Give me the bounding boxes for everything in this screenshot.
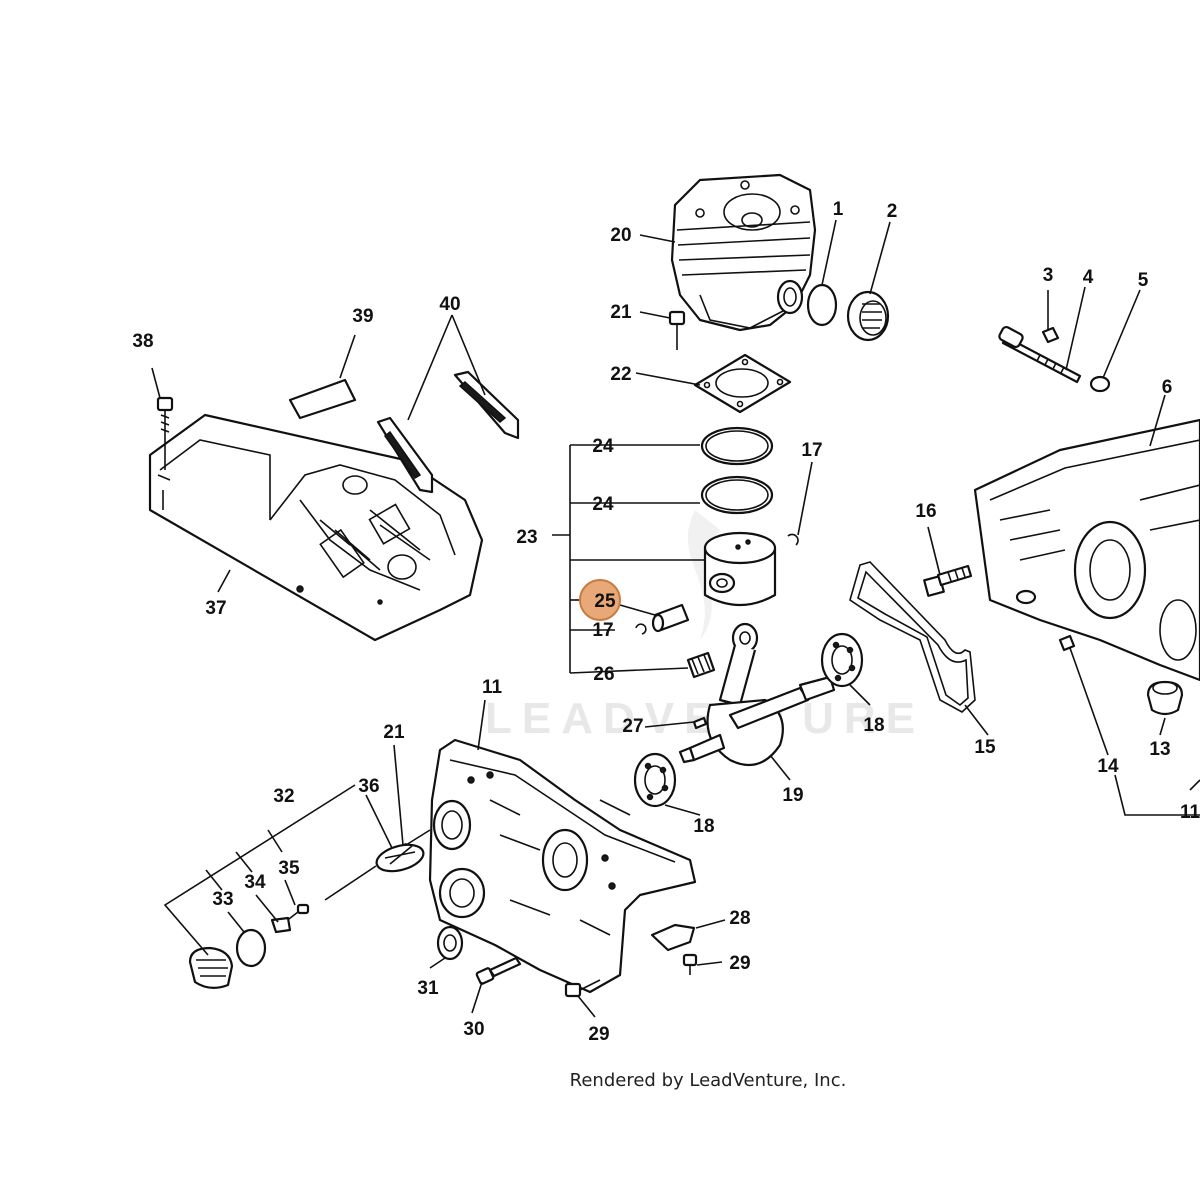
decal-39-part <box>288 378 357 420</box>
callout-13[interactable]: 13 <box>1149 739 1170 760</box>
callout-30[interactable]: 30 <box>463 1019 484 1040</box>
piston-ring-24-upper-inner <box>705 430 769 462</box>
callout-39[interactable]: 39 <box>352 306 373 327</box>
stud-4-part <box>998 325 1082 384</box>
callout-23[interactable]: 23 <box>516 527 537 548</box>
highlight-marker <box>579 579 621 621</box>
crankcase-left-part <box>428 738 697 994</box>
callout-34[interactable]: 34 <box>244 872 266 893</box>
callout-14[interactable]: 14 <box>1097 756 1119 777</box>
clamp-34-part <box>270 916 292 934</box>
callout-40[interactable]: 40 <box>439 294 460 315</box>
seal-31-part <box>436 925 464 961</box>
cylinder-gasket-22-part <box>693 353 792 414</box>
piston-ring-24-upper-part <box>700 426 774 466</box>
cap-32-part <box>188 946 234 989</box>
buffer-13-part <box>1146 680 1184 716</box>
callout-5[interactable]: 5 <box>1138 270 1149 291</box>
washer-5-part <box>1089 375 1111 393</box>
callout-6[interactable]: 6 <box>1162 377 1173 398</box>
footer-credit: Rendered by LeadVenture, Inc. <box>570 1070 847 1091</box>
callout-32[interactable]: 32 <box>273 786 294 807</box>
crankshaft-19-part <box>678 622 836 767</box>
nut-3-part <box>1041 326 1060 344</box>
key-27-part <box>692 716 708 730</box>
callout-31[interactable]: 31 <box>417 978 439 999</box>
screw-29-lower-part <box>564 979 601 998</box>
callout-18-right[interactable]: 18 <box>863 715 884 736</box>
callout-28[interactable]: 28 <box>729 908 750 929</box>
bolt-30-part <box>475 956 522 985</box>
o-ring-1-part <box>806 283 838 327</box>
callout-17-upper[interactable]: 17 <box>801 440 822 461</box>
circlip-17-upper-part <box>787 533 799 546</box>
pin-14-part <box>1058 634 1076 652</box>
screw-38-part <box>156 396 174 470</box>
callout-29-lower[interactable]: 29 <box>588 1024 609 1045</box>
crankcase-gasket-15-part <box>849 561 976 713</box>
callout-11-left[interactable]: 11 <box>482 677 503 698</box>
callout-33[interactable]: 33 <box>212 889 233 910</box>
callout-15[interactable]: 15 <box>974 737 996 758</box>
bracket-28-part <box>650 923 696 952</box>
crankcase-right-part <box>973 418 1200 682</box>
callout-16[interactable]: 16 <box>915 501 936 522</box>
decal-strips-40-part <box>376 370 520 494</box>
callout-4[interactable]: 4 <box>1083 267 1094 288</box>
callout-27[interactable]: 27 <box>622 716 643 737</box>
screw-21-upper-part <box>668 310 686 350</box>
callout-36[interactable]: 36 <box>358 776 379 797</box>
valve-2-part <box>846 290 890 342</box>
callout-35[interactable]: 35 <box>278 858 300 879</box>
callout-1[interactable]: 1 <box>833 199 844 220</box>
cylinder-20-part <box>670 173 817 332</box>
callout-20[interactable]: 20 <box>610 225 631 246</box>
callout-2[interactable]: 2 <box>887 201 898 222</box>
callout-26[interactable]: 26 <box>593 664 614 685</box>
callout-21-upper[interactable]: 21 <box>610 302 632 323</box>
leader-lines <box>151 219 1200 1018</box>
o-ring-33-part <box>235 928 267 968</box>
callout-24-lower[interactable]: 24 <box>592 494 614 515</box>
piston-ring-24-lower-part <box>700 475 774 515</box>
piston-pin-25-part <box>651 603 690 633</box>
circlip-17-lower-part <box>635 623 647 635</box>
bolt-16-part <box>923 564 973 597</box>
callout-21-lower[interactable]: 21 <box>383 722 405 743</box>
callout-19[interactable]: 19 <box>782 785 803 806</box>
piston-ring-24-lower-inner <box>705 479 769 511</box>
callout-25[interactable]: 25 <box>594 591 616 612</box>
screw-29-right-part <box>682 953 698 975</box>
callout-29-right[interactable]: 29 <box>729 953 750 974</box>
bearing-18-left-part <box>633 752 677 808</box>
callout-3[interactable]: 3 <box>1043 265 1054 286</box>
top-cover-part <box>148 413 484 642</box>
callout-38[interactable]: 38 <box>132 331 153 352</box>
filter-36-part <box>324 843 425 901</box>
callout-24-upper[interactable]: 24 <box>592 436 614 457</box>
needle-bearing-26-part <box>686 651 716 679</box>
piston-part <box>703 531 777 606</box>
callout-37[interactable]: 37 <box>205 598 226 619</box>
callout-11-right[interactable]: 11 <box>1180 802 1200 823</box>
callout-22[interactable]: 22 <box>610 364 631 385</box>
callout-18-left[interactable]: 18 <box>693 816 714 837</box>
bearing-18-right-part <box>820 632 864 688</box>
callout-17-lower[interactable]: 17 <box>592 620 613 641</box>
callouts: 1 2 3 4 5 6 11 11 13 14 15 16 17 17 18 1… <box>132 199 1200 1045</box>
